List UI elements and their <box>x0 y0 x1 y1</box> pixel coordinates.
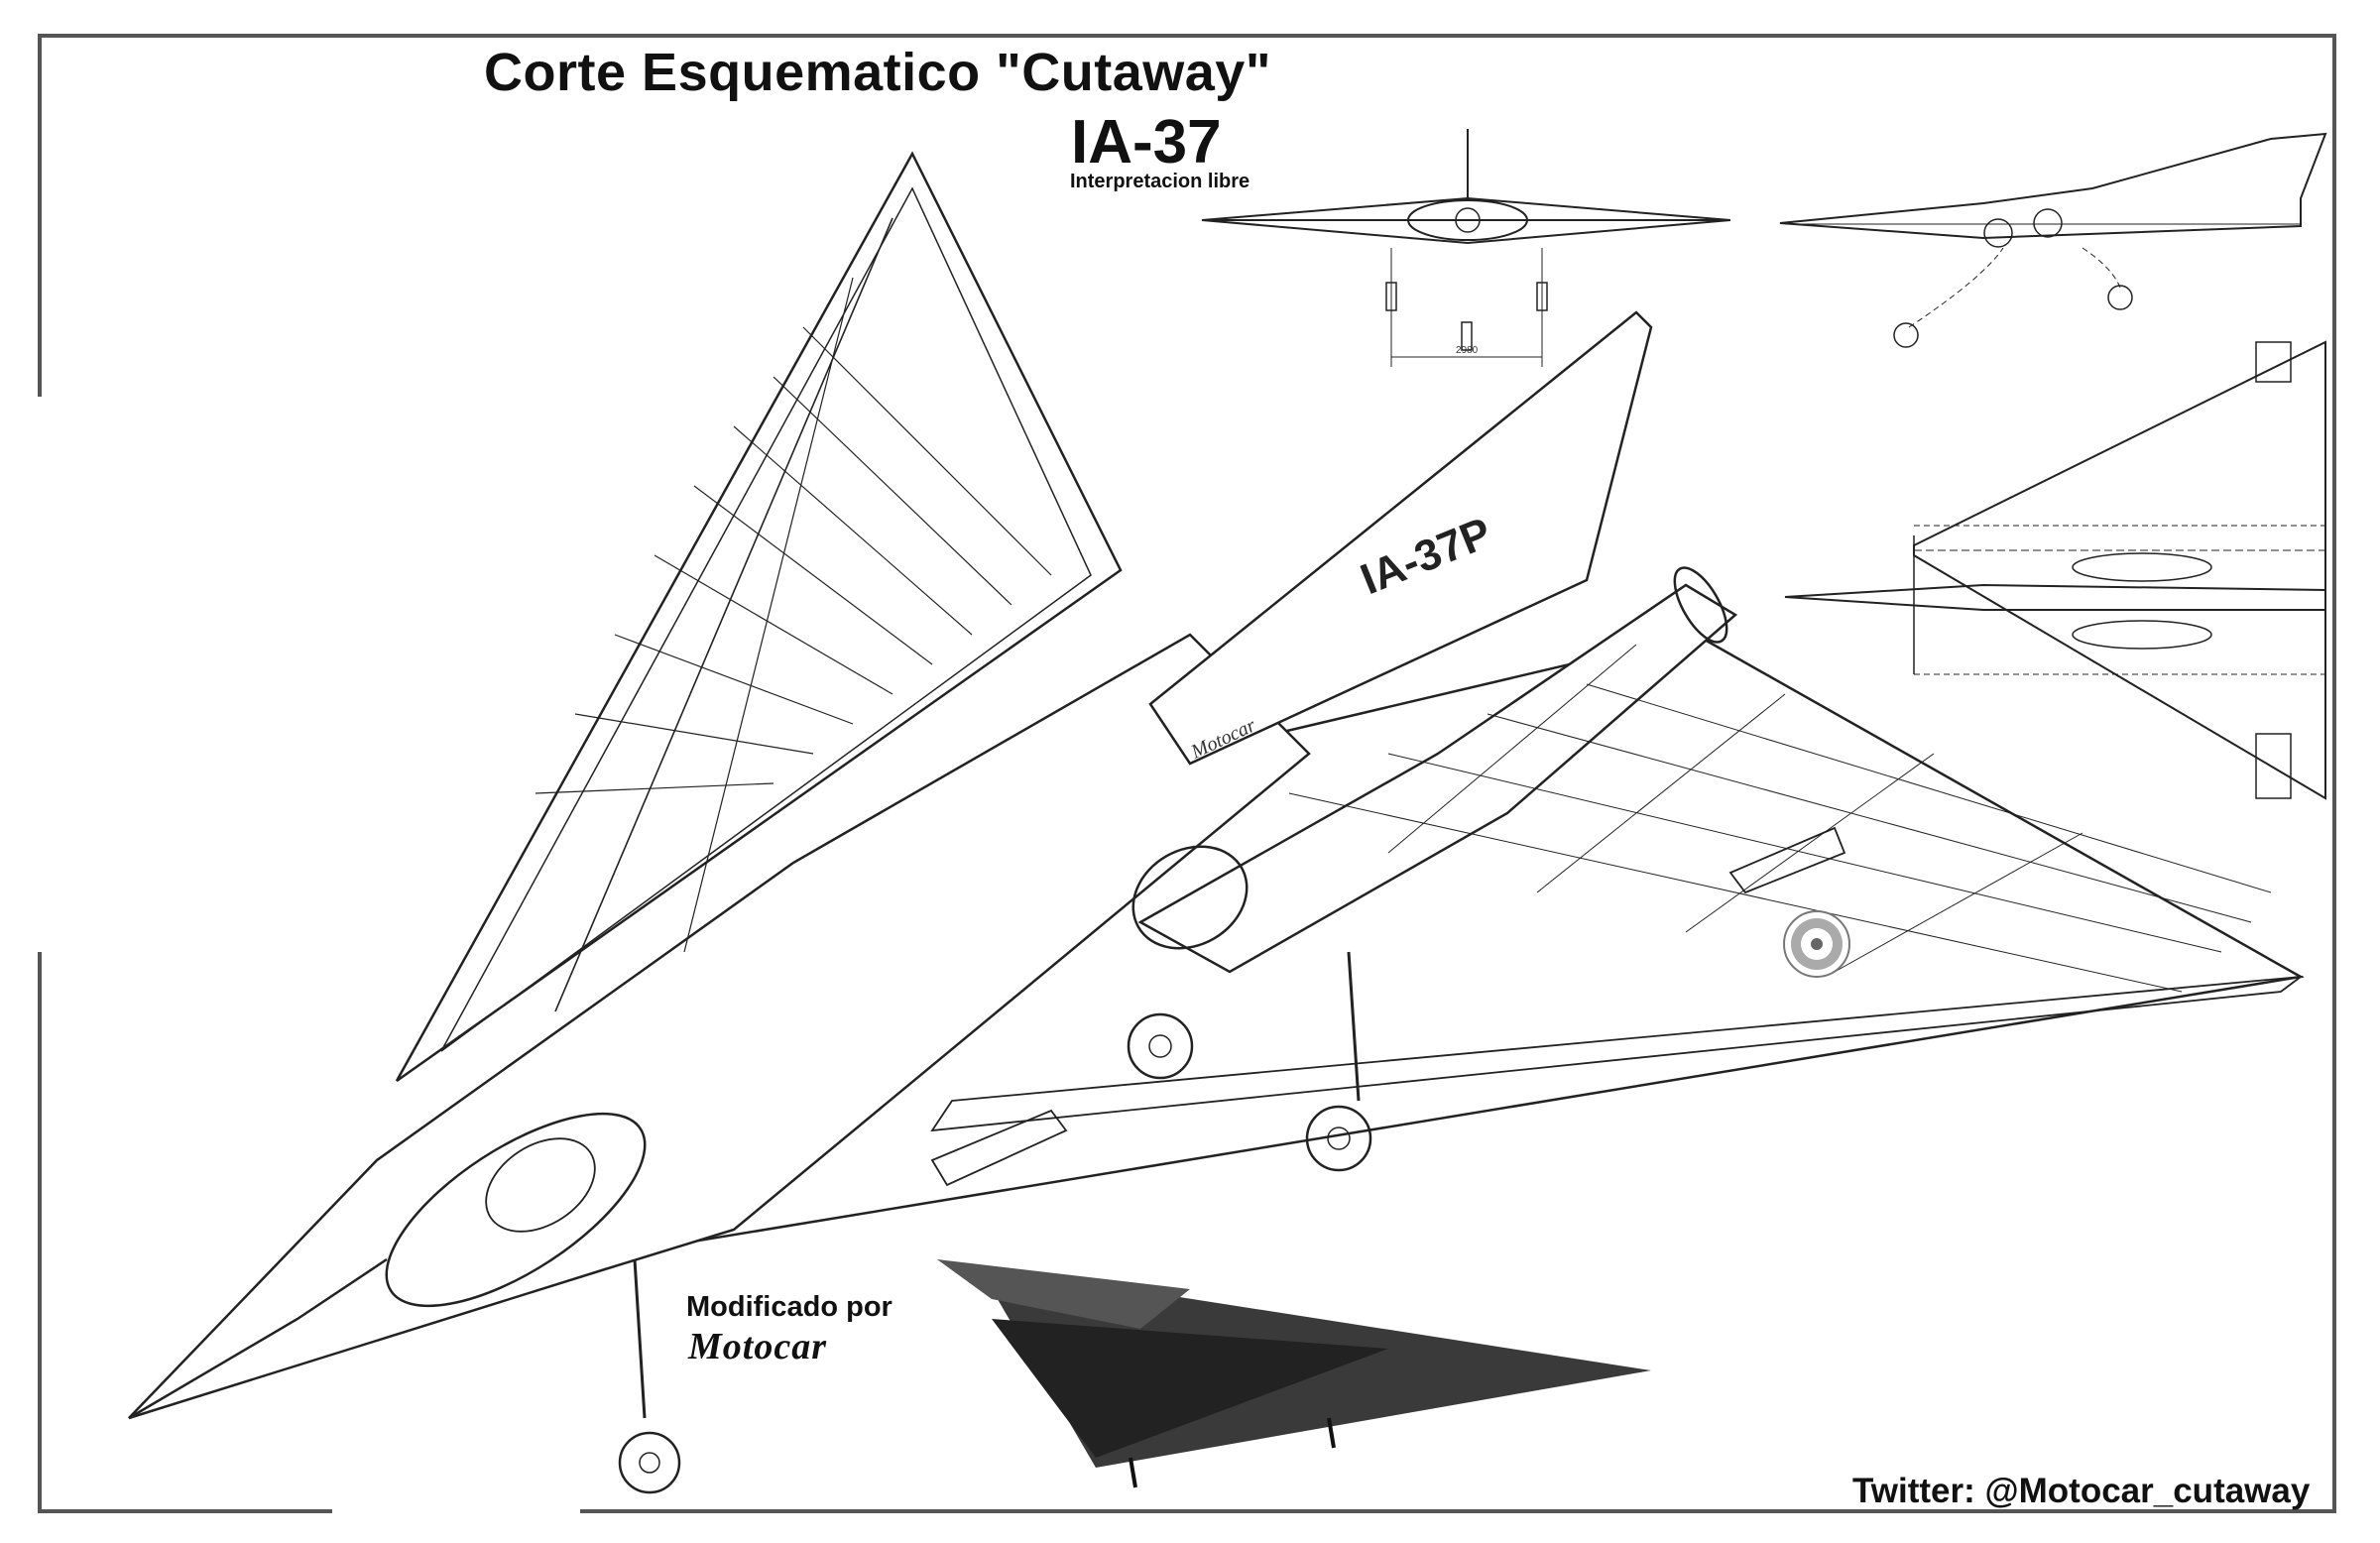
vertical-fin <box>1148 310 1653 766</box>
roundel <box>1783 910 1850 978</box>
trailing-edge-elevon <box>930 975 2305 1132</box>
upper-wing-panel <box>395 151 1123 1083</box>
border-gap-bottom <box>332 1499 580 1529</box>
cockpit-canopy <box>385 1112 647 1308</box>
plan-view <box>1784 340 2326 800</box>
upper-wing-inner <box>440 186 1092 1052</box>
engine-nozzle <box>1673 566 1728 644</box>
pilot-seat <box>485 1137 596 1233</box>
engine <box>1137 583 1738 974</box>
nose-cone <box>128 1257 388 1420</box>
photo-inset <box>937 1259 1651 1488</box>
front-view-dimension: 2980 <box>1456 345 1479 356</box>
twitter-handle: Twitter: @Motocar_cutaway <box>1852 1472 2311 1510</box>
side-view <box>1779 132 2327 348</box>
credit-label: Modificado por <box>686 1291 892 1323</box>
credit-signature: Motocar <box>688 1326 827 1367</box>
engine-intake <box>1131 845 1249 950</box>
main-wheel-left <box>1127 1012 1194 1080</box>
border-gap-left <box>0 397 79 952</box>
model-name: IA-37 <box>1071 108 1222 177</box>
page-title: Corte Esquematico "Cutaway" <box>484 43 1271 102</box>
nose-wheel <box>618 1431 681 1494</box>
main-cutaway <box>128 151 2305 1494</box>
subtitle: Interpretacion libre <box>1070 171 1250 192</box>
front-view <box>1201 129 1731 367</box>
main-wheel-right <box>1305 1105 1372 1172</box>
